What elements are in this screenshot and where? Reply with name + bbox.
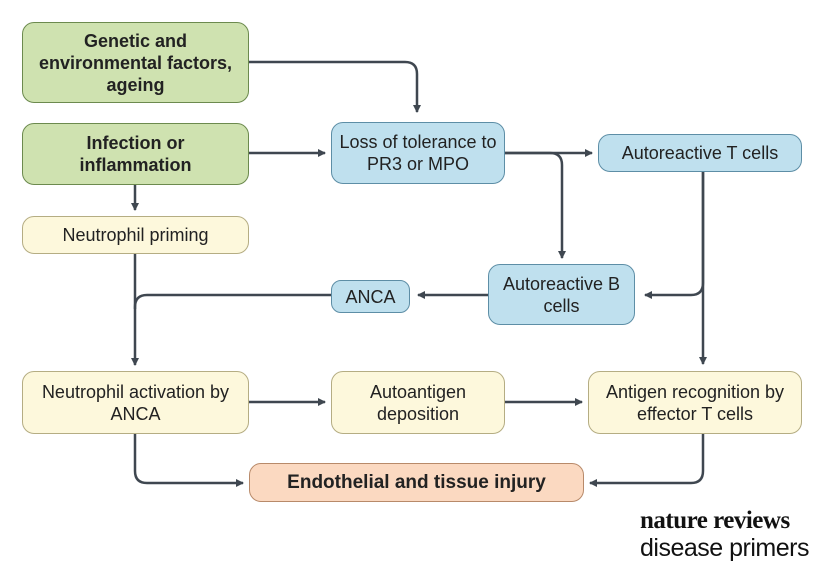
- node-label: Neutrophil activation by ANCA: [41, 381, 230, 424]
- node-label: Autoantigen deposition: [369, 381, 467, 424]
- nature-reviews-logo: nature reviews disease primers: [640, 507, 809, 563]
- arrow-anca-to-activation: [131, 293, 331, 366]
- node-label: Autoreactive B cells: [502, 273, 621, 316]
- node-autoantigen-deposition: Autoantigen deposition: [331, 371, 505, 434]
- node-loss-of-tolerance: Loss of tolerance to PR3 or MPO: [331, 122, 505, 184]
- node-neutrophil-activation: Neutrophil activation by ANCA: [22, 371, 249, 434]
- node-endothelial-tissue-injury: Endothelial and tissue injury: [249, 463, 584, 502]
- node-genetic-environmental-factors: Genetic and environmental factors, agein…: [22, 22, 249, 103]
- node-neutrophil-priming: Neutrophil priming: [22, 216, 249, 254]
- node-label: Autoreactive T cells: [621, 143, 779, 163]
- node-infection-inflammation: Infection or inflammation: [22, 123, 249, 185]
- arrow-loss-to-b-cells: [505, 151, 566, 259]
- logo-line-1: nature reviews: [640, 507, 790, 534]
- arrow-activation-to-endothelial: [133, 434, 244, 487]
- node-autoreactive-t-cells: Autoreactive T cells: [598, 134, 802, 172]
- node-label: Endothelial and tissue injury: [287, 471, 546, 493]
- arrow-t-cells-to-b-cells: [644, 172, 705, 299]
- node-antigen-recognition: Antigen recognition by effector T cells: [588, 371, 802, 434]
- arrow-antigen-recognition-to-endothelial: [589, 434, 705, 487]
- logo-line-2: disease primers: [640, 534, 809, 562]
- node-label: Infection or inflammation: [79, 133, 192, 175]
- node-anca: ANCA: [331, 280, 410, 313]
- node-label: Loss of tolerance to PR3 or MPO: [339, 132, 497, 174]
- node-label: Antigen recognition by effector T cells: [605, 381, 785, 424]
- node-label: ANCA: [345, 286, 396, 307]
- arrow-genetic-to-loss: [249, 60, 421, 113]
- node-label: Genetic and environmental factors, agein…: [38, 30, 233, 95]
- node-autoreactive-b-cells: Autoreactive B cells: [488, 264, 635, 325]
- node-label: Neutrophil priming: [62, 225, 209, 245]
